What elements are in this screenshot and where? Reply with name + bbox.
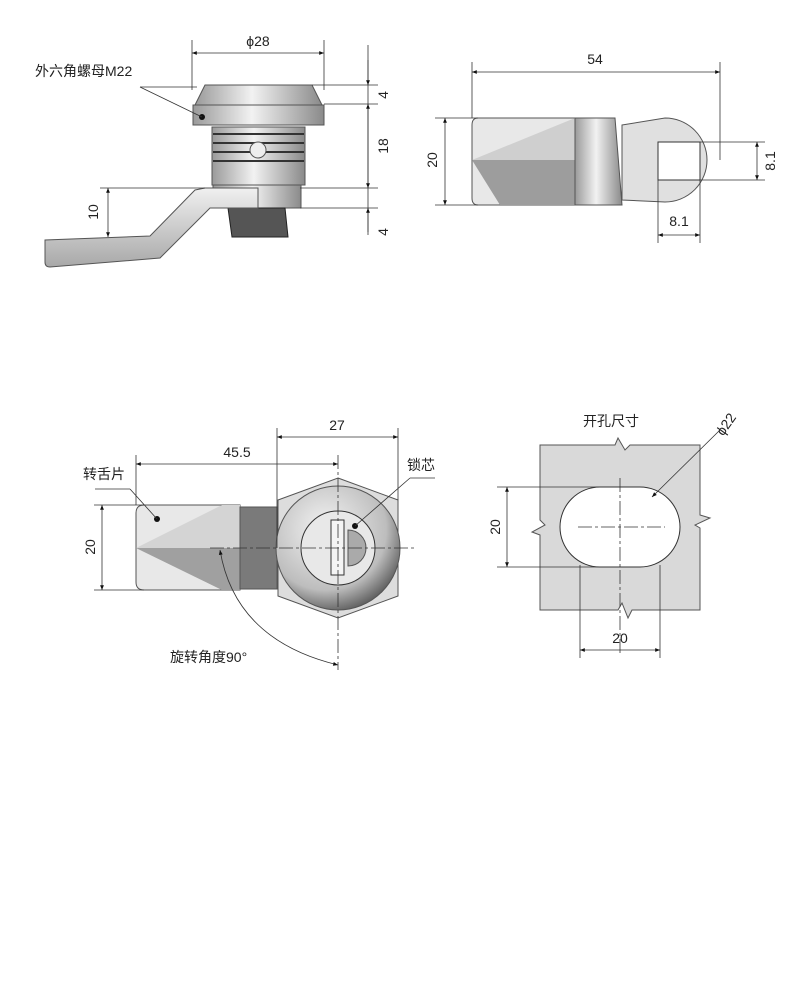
dim-cap-4: 4 xyxy=(375,91,391,99)
dim-nut-4: 4 xyxy=(375,228,391,236)
dim-width-20: 20 xyxy=(424,152,440,168)
dim-diameter-28: ϕ28 xyxy=(246,33,270,49)
rotation-angle-label: 旋转角度90° xyxy=(170,649,247,665)
core-callout-label: 锁芯 xyxy=(407,457,435,473)
dim-flat-vertical: 20 xyxy=(487,519,503,535)
retaining-nut xyxy=(227,207,289,238)
lock-cap xyxy=(194,84,323,106)
hex-nut xyxy=(192,104,325,126)
dim-body-18: 18 xyxy=(375,138,391,154)
dim-length-45-5: 45.5 xyxy=(223,444,250,460)
body-pin xyxy=(249,141,267,159)
square-hole xyxy=(657,141,701,181)
cam-callout-label: 转舌片 xyxy=(83,466,125,482)
dim-width-20: 20 xyxy=(82,539,98,555)
cutout-view: 开孔尺寸 ϕ22 20 20 xyxy=(487,410,739,658)
dim-diameter-22: ϕ22 xyxy=(713,410,740,439)
cam-lever xyxy=(44,187,259,268)
dim-length-54: 54 xyxy=(587,51,603,67)
cam-neck xyxy=(574,117,623,206)
top-view: 54 20 8.1 8.1 xyxy=(424,51,778,243)
dim-flat-horizontal: 20 xyxy=(612,630,628,646)
dim-offset-10: 10 xyxy=(85,204,101,220)
rotation-arc xyxy=(218,549,339,666)
cutout-title: 开孔尺寸 xyxy=(583,413,639,429)
dim-square-height: 8.1 xyxy=(762,151,778,171)
front-view: 转舌片 锁芯 45.5 27 20 旋转角度90° xyxy=(82,417,435,670)
side-view: 外六角螺母M22 ϕ28 4 18 4 10 xyxy=(35,33,391,268)
dim-square-width: 8.1 xyxy=(669,213,689,229)
dim-head-27: 27 xyxy=(329,417,345,433)
key-slot xyxy=(330,519,345,576)
nut-callout-label: 外六角螺母M22 xyxy=(35,63,132,79)
